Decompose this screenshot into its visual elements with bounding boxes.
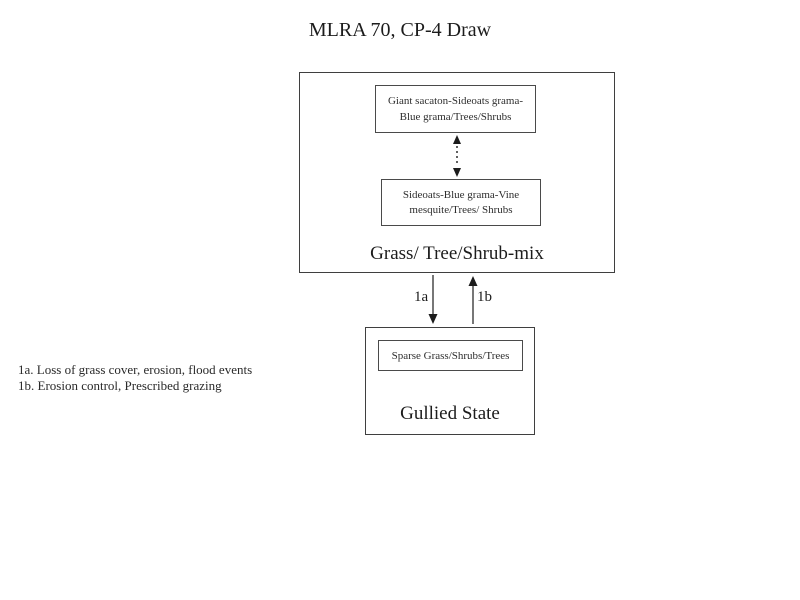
transition-label-1a: 1a [414,289,429,305]
community-sparse-grass-text: Sparse Grass/Shrubs/Trees [391,349,510,362]
community-box-giant-sacaton: Giant sacaton-Sideoats grama- Blue grama… [375,85,536,133]
reversible-pathway-arrow-icon [453,135,461,177]
community-box-sideoats-vine-mesquite: Sideoats-Blue grama-Vine mesquite/Trees/… [381,179,541,226]
legend-line-1a: 1a. Loss of grass cover, erosion, flood … [18,362,253,377]
transition-arrows-icon [428,275,478,324]
community-box-sparse-grass: Sparse Grass/Shrubs/Trees [378,340,523,371]
community-giant-sacaton-line2: Blue grama/Trees/Shrubs [399,111,512,124]
community-giant-sacaton-line1: Giant sacaton-Sideoats grama- [387,94,523,107]
legend-line-1b: 1b. Erosion control, Prescribed grazing [18,377,222,393]
diagram-title: MLRA 70, CP-4 Draw [308,19,492,41]
transition-arrow-1a-down-icon [428,275,438,324]
transition-legend: 1a. Loss of grass cover, erosion, flood … [18,362,252,393]
community-sideoats-line1: Sideoats-Blue grama-Vine [402,188,520,201]
transition-label-1b: 1b [477,289,492,305]
state-label-gullied: Gullied State [400,403,500,424]
community-sideoats-line2: mesquite/Trees/ Shrubs [409,203,513,216]
transition-arrow-1b-up-icon [468,276,478,324]
state-label-grass-tree-shrub-mix: Grass/ Tree/Shrub-mix [370,243,544,264]
